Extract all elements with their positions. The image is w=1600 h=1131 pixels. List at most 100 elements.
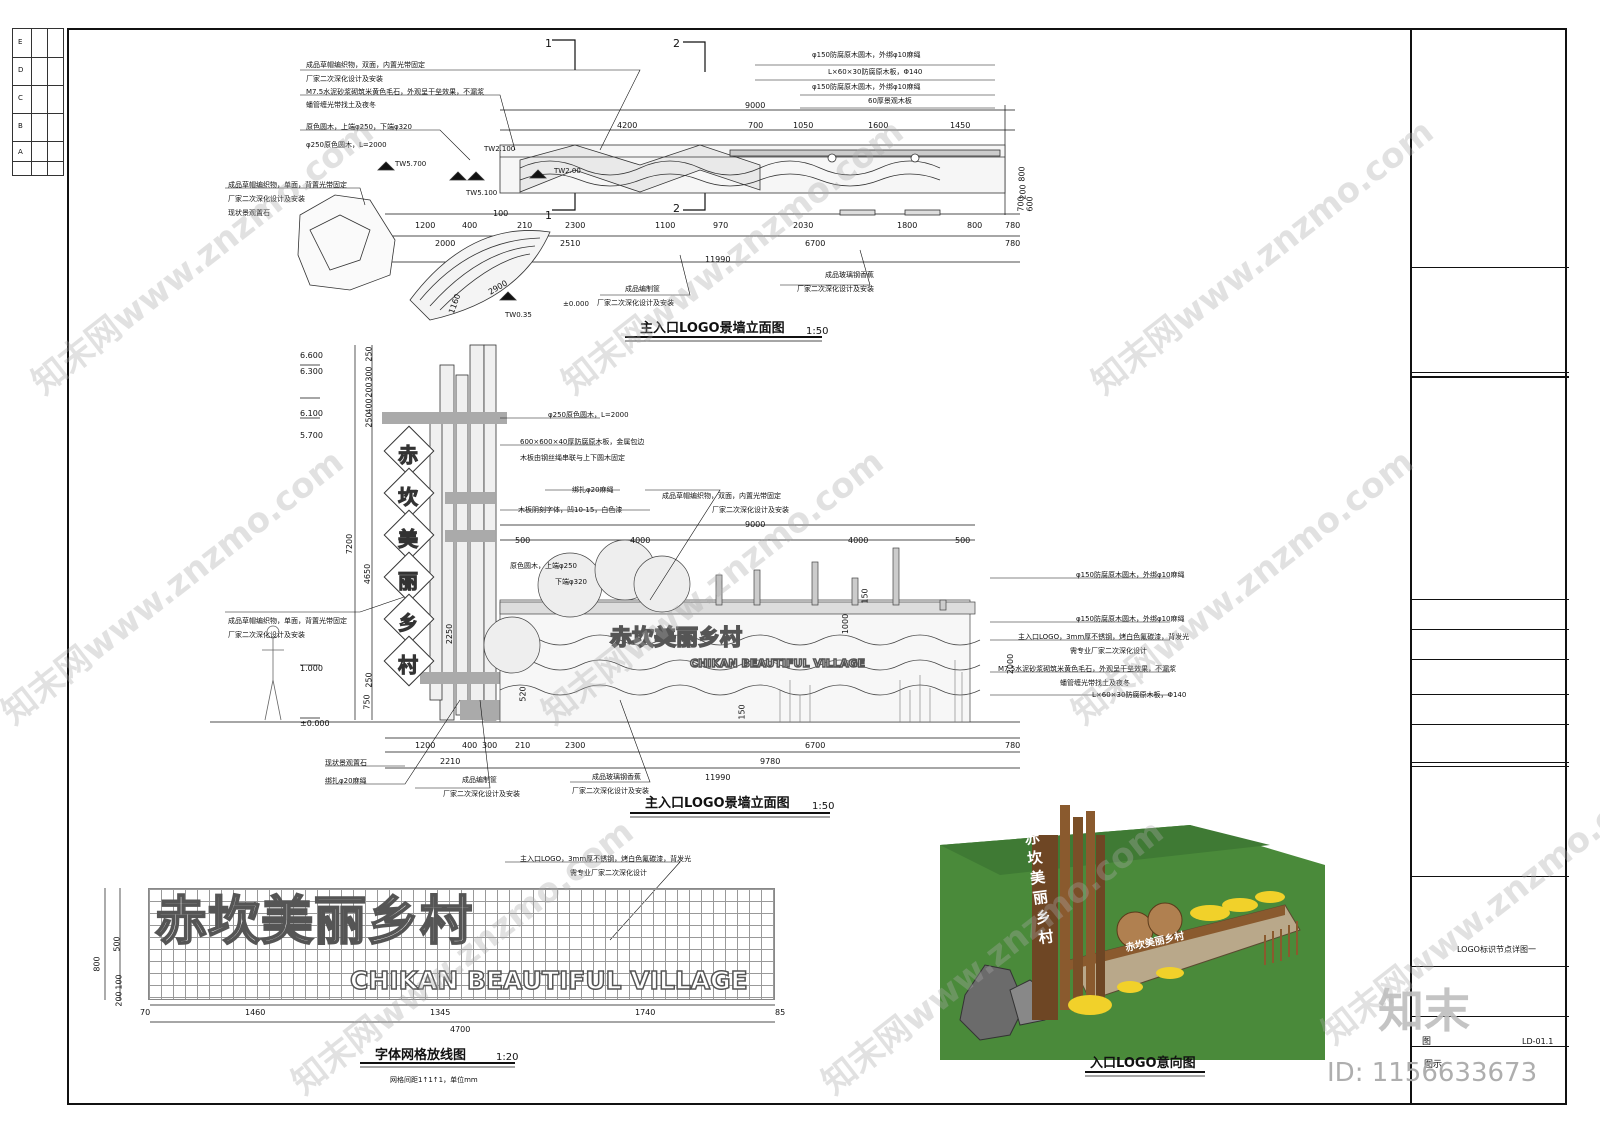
- top-dim: 1050: [793, 121, 814, 130]
- wall-logo-en: CHIKAN BEAUTIFUL VILLAGE: [689, 657, 866, 670]
- rev-label-d: D: [18, 66, 24, 74]
- rev-label-b: B: [18, 122, 23, 130]
- top-dim-right: 800: [1017, 166, 1027, 182]
- perspective-sign-char: 丽: [1031, 887, 1050, 908]
- vertical-sign: 赤 坎 美 丽 乡 村: [383, 425, 435, 687]
- top-dim-total-bottom: 11990: [705, 255, 731, 264]
- perspective-title: 入口LOGO意向图: [1090, 1056, 1196, 1071]
- level-mark: TW2.100: [484, 145, 516, 153]
- brand-logo: 知末: [1378, 984, 1470, 1038]
- mid-dim-top: 500: [515, 536, 531, 545]
- sheet-note: 图示: [1424, 1060, 1443, 1070]
- perspective-sign-char: 坎: [1026, 848, 1044, 869]
- top-dim-row2: 2510: [560, 239, 581, 248]
- top-note-left-3: 现状景观置石: [228, 209, 270, 217]
- title-block-cell: [1412, 695, 1569, 725]
- section-mark-2b: 2: [673, 202, 680, 215]
- top-dim-row2: 2000: [435, 239, 456, 248]
- mid-dim-top: 4000: [848, 536, 869, 545]
- perspective-sign-char: 赤: [1023, 828, 1041, 849]
- mid-dim-row1: 780: [1005, 741, 1021, 750]
- mid-vdim: 300: [364, 366, 374, 382]
- level-mark: TW5.700: [395, 160, 427, 168]
- mid-bottom-note: 绑扎φ20麻绳: [325, 777, 367, 785]
- mid-note: 600×600×40厚防腐原木板，金属包边: [520, 438, 645, 446]
- top-bottom-note: 厂家二次深化设计及安装: [797, 285, 874, 293]
- top-dim: 700: [748, 121, 764, 130]
- mid-note: 绑扎φ20麻绳: [572, 486, 614, 494]
- level-mark: TW2.00: [554, 167, 581, 175]
- mid-note: 厂家二次深化设计及安装: [228, 631, 305, 639]
- mid-bottom-note: 厂家二次深化设计及安装: [572, 787, 649, 795]
- perspective-sign-char: 美: [1028, 867, 1047, 888]
- mid-note-right: 蟠管缠光带找土及夜冬: [1060, 679, 1130, 687]
- top-note-2: 厂家二次深化设计及安装: [306, 75, 383, 83]
- top-dim-row1: 2300: [565, 221, 586, 230]
- font-grid-title: 字体网格放线图: [375, 1048, 467, 1063]
- top-note-6: φ250原色圆木，L=2000: [306, 141, 387, 149]
- mid-dim-row1: 400: [462, 741, 478, 750]
- rev-label-e: E: [18, 38, 23, 46]
- mid-dim-row1: 300: [482, 741, 498, 750]
- rev-label-a: A: [18, 148, 23, 156]
- mid-dim-top: 9000: [745, 520, 766, 529]
- mid-note-top: 厂家二次深化设计及安装: [712, 506, 789, 514]
- mid-level: 6.600: [300, 351, 323, 360]
- top-note-right-1: φ150防腐原木圆木，外绑φ10麻绳: [812, 51, 921, 59]
- mid-note-right: φ150防腐原木圆木，外绑φ10麻绳: [1076, 571, 1185, 579]
- font-grid-dim: 1460: [245, 1008, 266, 1017]
- mid-note-right: L×60×30防腐原木板，Φ140: [1092, 691, 1187, 699]
- sheet-title: LOGO标识节点详图一: [1457, 945, 1536, 954]
- mid-note: 木板阴刻字体，凹10-15，白色漆: [518, 506, 623, 514]
- title-block-cell: [1412, 660, 1569, 695]
- font-grid: [148, 888, 775, 1000]
- mid-vdim: 750: [362, 694, 372, 710]
- perspective-render: [940, 805, 1325, 1060]
- mid-note-top: 成品草帽编织物，双面，内置光带固定: [662, 492, 781, 500]
- mid-dim-right: 1000: [841, 613, 851, 635]
- mid-level: 6.100: [300, 409, 323, 418]
- title-block-cell: [1412, 630, 1569, 660]
- mid-note-right: M7.5水泥砂浆砌筑米黄色毛石，外观呈干垒效果，不漏浆: [998, 665, 1177, 673]
- rev-label-c: C: [18, 94, 23, 102]
- sign-char: 美: [398, 527, 419, 552]
- top-dim-row1: 970: [713, 221, 729, 230]
- top-note-right-2: L×60×30防腐原木板，Φ140: [828, 68, 923, 76]
- font-grid-callout: 需专业厂家二次深化设计: [570, 869, 647, 877]
- title-block-cell: [1412, 1017, 1569, 1047]
- title-block-cell: [1412, 378, 1569, 600]
- sign-char: 赤: [398, 443, 419, 468]
- top-dim-total: 9000: [745, 101, 766, 110]
- mid-vdim: 250: [364, 412, 374, 428]
- level-mark: ±0.000: [563, 300, 589, 308]
- mid-dim-row1: 210: [515, 741, 531, 750]
- mid-dim-total: 11990: [705, 773, 731, 782]
- mid-vdim: 250: [364, 672, 374, 688]
- mid-dim-row1: 6700: [805, 741, 826, 750]
- mid-note-right: φ150防腐原木圆木，外绑φ10麻绳: [1076, 615, 1185, 623]
- perspective-sign-char: 乡: [1034, 907, 1052, 928]
- mid-vdim: 250: [364, 346, 374, 362]
- sign-char: 村: [398, 653, 419, 678]
- mid-vdim: 400: [364, 398, 374, 414]
- mid-dim-right: 2000: [1006, 653, 1016, 675]
- mid-bottom-note: 成品编制筐: [462, 776, 497, 784]
- top-dim-row1: 100: [493, 209, 509, 218]
- sign-char: 丽: [398, 569, 419, 594]
- mid-level: 1.000: [300, 664, 323, 673]
- top-bottom-note: 成品编制筐: [625, 285, 660, 293]
- mid-note: 成品草帽编织物，单面，背置光带固定: [228, 617, 347, 625]
- top-note-5: 原色圆木，上端φ250，下端φ320: [306, 123, 412, 131]
- font-grid-vdim: 800: [92, 956, 102, 972]
- title-block-cell: [1412, 600, 1569, 630]
- font-grid-dim: 70: [140, 1008, 151, 1017]
- title-block-cell: [1412, 725, 1569, 763]
- font-grid-text-cn: 赤坎美丽乡村: [154, 892, 474, 952]
- font-grid-vdim: 100: [114, 974, 124, 990]
- mid-note: 下端φ320: [555, 578, 587, 586]
- mid-vdim: 7200: [345, 533, 355, 555]
- top-dim-row1: 210: [517, 221, 533, 230]
- level-mark: TW5.100: [466, 189, 498, 197]
- title-block-divider: [1412, 763, 1569, 767]
